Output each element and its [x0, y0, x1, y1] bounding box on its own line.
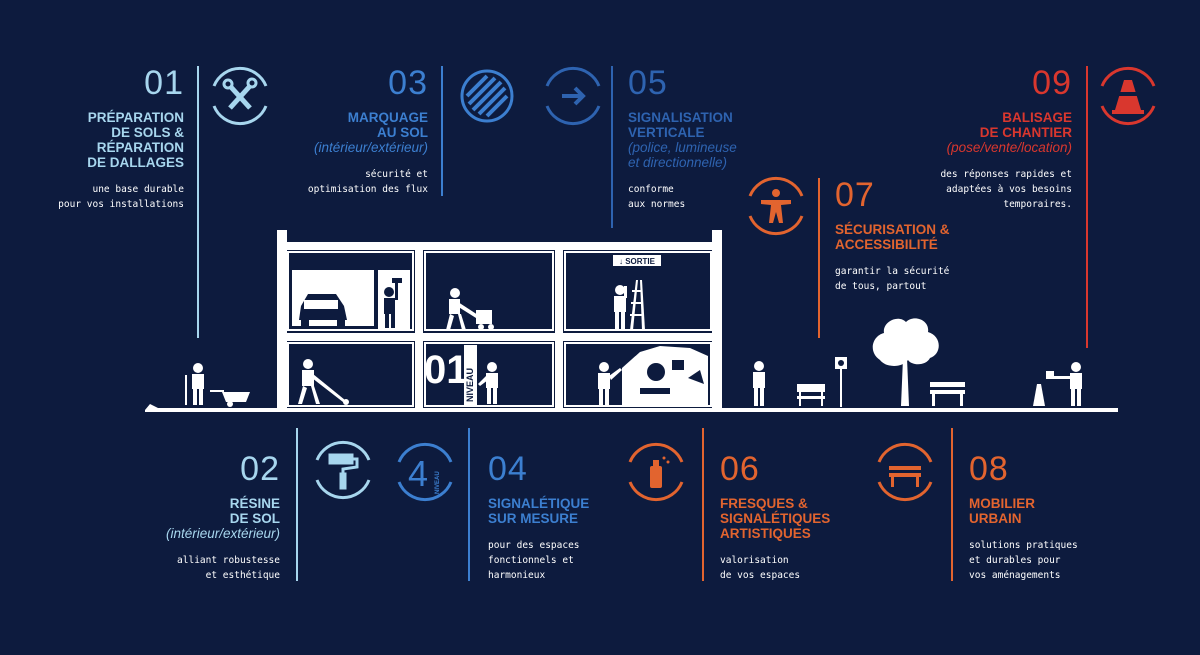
accessibility-icon	[748, 176, 804, 236]
traffic-cone-icon	[1100, 66, 1156, 126]
level-word: NIVEAU	[465, 368, 475, 402]
service-07: 07 SÉCURISATION & ACCESSIBILITÉ garantir…	[835, 178, 1025, 294]
service-title: SÉCURISATION & ACCESSIBILITÉ	[835, 222, 950, 252]
service-01: 01 PRÉPARATION DE SOLS & RÉPARATION DE D…	[4, 66, 184, 212]
tree	[872, 318, 939, 406]
service-description: des réponses rapides et adaptées à vos b…	[940, 169, 1072, 210]
service-subtitle: (pose/vente/location)	[946, 140, 1072, 155]
service-number: 05	[628, 64, 668, 102]
service-description: sécurité et optimisation des flux	[307, 169, 428, 195]
divider-06	[702, 428, 704, 581]
service-number: 09	[1032, 64, 1072, 102]
service-number: 04	[488, 450, 528, 488]
divider-03	[441, 66, 443, 196]
divider-07	[818, 178, 820, 338]
marking-worker	[298, 359, 349, 405]
fresco-mural	[598, 346, 708, 405]
service-05: 05 SIGNALISATION VERTICALE (police, lumi…	[628, 66, 798, 212]
building-structure	[277, 230, 722, 410]
icon4-digit: 4	[408, 453, 428, 494]
barrier	[797, 384, 825, 406]
service-subtitle: (police, lumineuse et directionnelle)	[628, 140, 737, 170]
service-description: alliant robustesse et esthétique	[177, 555, 280, 581]
arrow-right-icon	[545, 66, 601, 126]
service-09: 09 BALISAGE DE CHANTIER (pose/vente/loca…	[872, 66, 1072, 212]
service-number: 07	[835, 176, 875, 214]
ladder-worker	[614, 280, 645, 330]
spray-can-icon	[628, 442, 684, 502]
service-08: 08 MOBILIER URBAIN solutions pratiques e…	[969, 452, 1149, 583]
sign-worker	[478, 362, 498, 404]
exit-sign-box	[613, 255, 661, 266]
icon4-word: NIVEAU	[435, 471, 441, 494]
park-bench	[930, 382, 965, 406]
level-number-icon	[397, 442, 453, 502]
service-description: pour des espaces fonctionnels et harmoni…	[488, 540, 580, 581]
service-title: RÉSINE DE SOL	[229, 496, 280, 526]
car-icon	[299, 294, 347, 326]
service-number: 06	[720, 450, 760, 488]
divider-05	[611, 66, 613, 228]
level-strip	[464, 345, 477, 405]
service-number: 08	[969, 450, 1009, 488]
tools-icon	[212, 66, 268, 126]
service-title: SIGNALÉTIQUE SUR MESURE	[488, 496, 590, 526]
service-03: 03 MARQUAGE AU SOL (intérieur/extérieur)…	[228, 66, 428, 197]
level-big-number: 01	[424, 348, 469, 392]
divider-02	[296, 428, 298, 581]
divider-04	[468, 428, 470, 581]
accessibility-sign	[835, 357, 847, 407]
service-title: MARQUAGE AU SOL	[347, 110, 428, 140]
hatched-circle-icon	[460, 69, 514, 123]
rooms	[287, 251, 712, 407]
small-cone	[1033, 384, 1045, 406]
service-title: PRÉPARATION DE SOLS & RÉPARATION DE DALL…	[87, 110, 184, 170]
divider-09	[1086, 66, 1088, 348]
ground-line	[145, 404, 1118, 412]
service-06: 06 FRESQUES & SIGNALÉTIQUES ARTISTIQUES …	[720, 452, 900, 583]
paint-roller-icon	[315, 440, 371, 500]
service-description: garantir la sécurité de tous, partout	[835, 266, 950, 292]
service-title: MOBILIER URBAIN	[969, 496, 1035, 526]
machine-worker	[446, 288, 494, 330]
service-04: 04 SIGNALÉTIQUE SUR MESURE pour des espa…	[488, 452, 668, 583]
service-subtitle: (intérieur/extérieur)	[165, 526, 280, 541]
service-subtitle: (intérieur/extérieur)	[313, 140, 428, 155]
flagman-worker	[1046, 362, 1082, 406]
divider-08	[951, 428, 953, 581]
wheelbarrow-worker	[185, 363, 250, 407]
service-description: valorisation de vos espaces	[720, 555, 801, 581]
service-description: une base durable pour vos installations	[58, 184, 184, 210]
service-number: 02	[240, 450, 280, 488]
service-title: BALISAGE DE CHANTIER	[979, 110, 1072, 140]
service-number: 03	[388, 64, 428, 102]
service-description: conforme aux normes	[628, 184, 686, 210]
service-title: FRESQUES & SIGNALÉTIQUES ARTISTIQUES	[720, 496, 831, 541]
service-number: 01	[144, 64, 184, 102]
service-title: SIGNALISATION VERTICALE	[628, 110, 733, 140]
bench-icon	[877, 442, 933, 502]
service-description: solutions pratiques et durables pour vos…	[969, 540, 1078, 581]
service-02: 02 RÉSINE DE SOL (intérieur/extérieur) a…	[100, 452, 280, 583]
standing-worker	[753, 361, 765, 406]
painter-worker	[378, 270, 410, 330]
divider-01	[197, 66, 199, 338]
exit-sign-text: ↓ SORTIE	[619, 257, 656, 266]
